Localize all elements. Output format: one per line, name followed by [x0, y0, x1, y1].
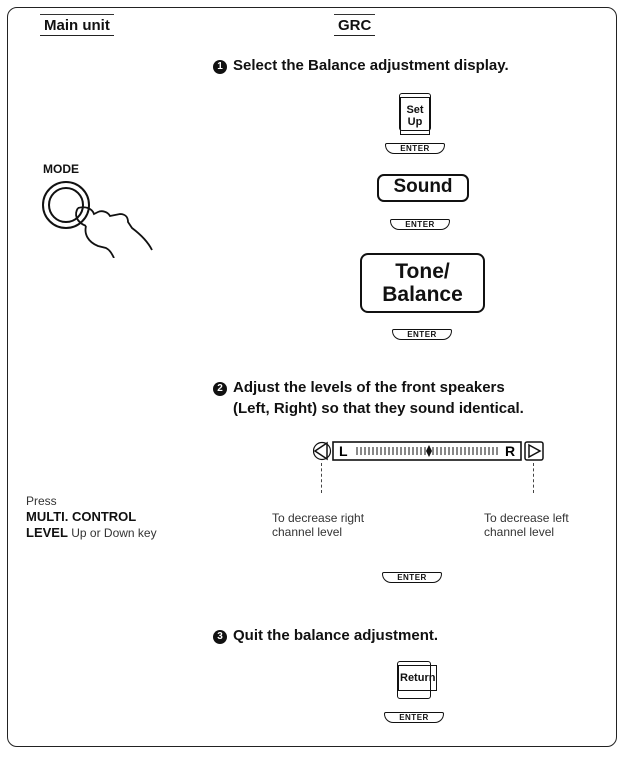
step-number-3: 3	[213, 630, 227, 644]
page-frame	[7, 7, 617, 747]
setup-button[interactable]: Set Up	[399, 93, 431, 135]
step-2: 2 Adjust the levels of the front speakers	[213, 378, 505, 397]
tone-balance-button[interactable]: Tone/ Balance	[360, 253, 485, 313]
enter-button-2[interactable]: ENTER	[390, 219, 450, 230]
balance-display: L R	[313, 441, 544, 461]
balance-left-label: L	[339, 443, 348, 459]
step-1: 1 Select the Balance adjustment display.	[213, 56, 509, 75]
enter-button-1[interactable]: ENTER	[385, 143, 445, 154]
return-button-label: Return	[398, 665, 438, 691]
return-button[interactable]: Return	[397, 661, 438, 699]
step-2-line1: Adjust the levels of the front speakers	[233, 379, 505, 396]
leader-left	[321, 463, 322, 493]
note-left-line2: channel level	[272, 525, 343, 539]
multi-control-label: MULTI. CONTROL	[26, 509, 137, 524]
level-bold: LEVEL	[26, 525, 68, 540]
note-right-line1: To decrease left	[484, 511, 569, 525]
step-1-text: Select the Balance adjustment display.	[233, 57, 509, 74]
enter-button-5[interactable]: ENTER	[384, 712, 444, 723]
note-decrease-right: To decrease right channel level	[272, 511, 364, 539]
level-rest: Up or Down key	[67, 526, 157, 540]
tone-balance-line2: Balance	[382, 283, 463, 306]
step-2-line2: (Left, Right) so that they sound identic…	[233, 400, 524, 417]
step-3-text: Quit the balance adjustment.	[233, 627, 439, 644]
grc-header: GRC	[334, 14, 376, 36]
tone-balance-line1: Tone/	[395, 260, 450, 283]
mode-label: MODE	[43, 162, 79, 176]
step-3: 3 Quit the balance adjustment.	[213, 626, 438, 645]
mode-knob-icon[interactable]	[40, 178, 160, 258]
enter-button-3[interactable]: ENTER	[392, 329, 452, 340]
note-left-line1: To decrease right	[272, 511, 365, 525]
enter-button-4[interactable]: ENTER	[382, 572, 442, 583]
step-number-1: 1	[213, 60, 227, 74]
setup-button-label: Set Up	[400, 97, 430, 135]
balance-right-label: R	[505, 443, 515, 459]
press-label: Press	[26, 494, 57, 508]
main-unit-header: Main unit	[40, 14, 114, 36]
sound-button[interactable]: Sound	[377, 174, 469, 202]
level-instruction: LEVEL Up or Down key	[26, 525, 157, 541]
step-number-2: 2	[213, 382, 227, 396]
note-right-line2: channel level	[484, 525, 555, 539]
note-decrease-left: To decrease left channel level	[484, 511, 569, 539]
leader-right	[533, 463, 534, 493]
